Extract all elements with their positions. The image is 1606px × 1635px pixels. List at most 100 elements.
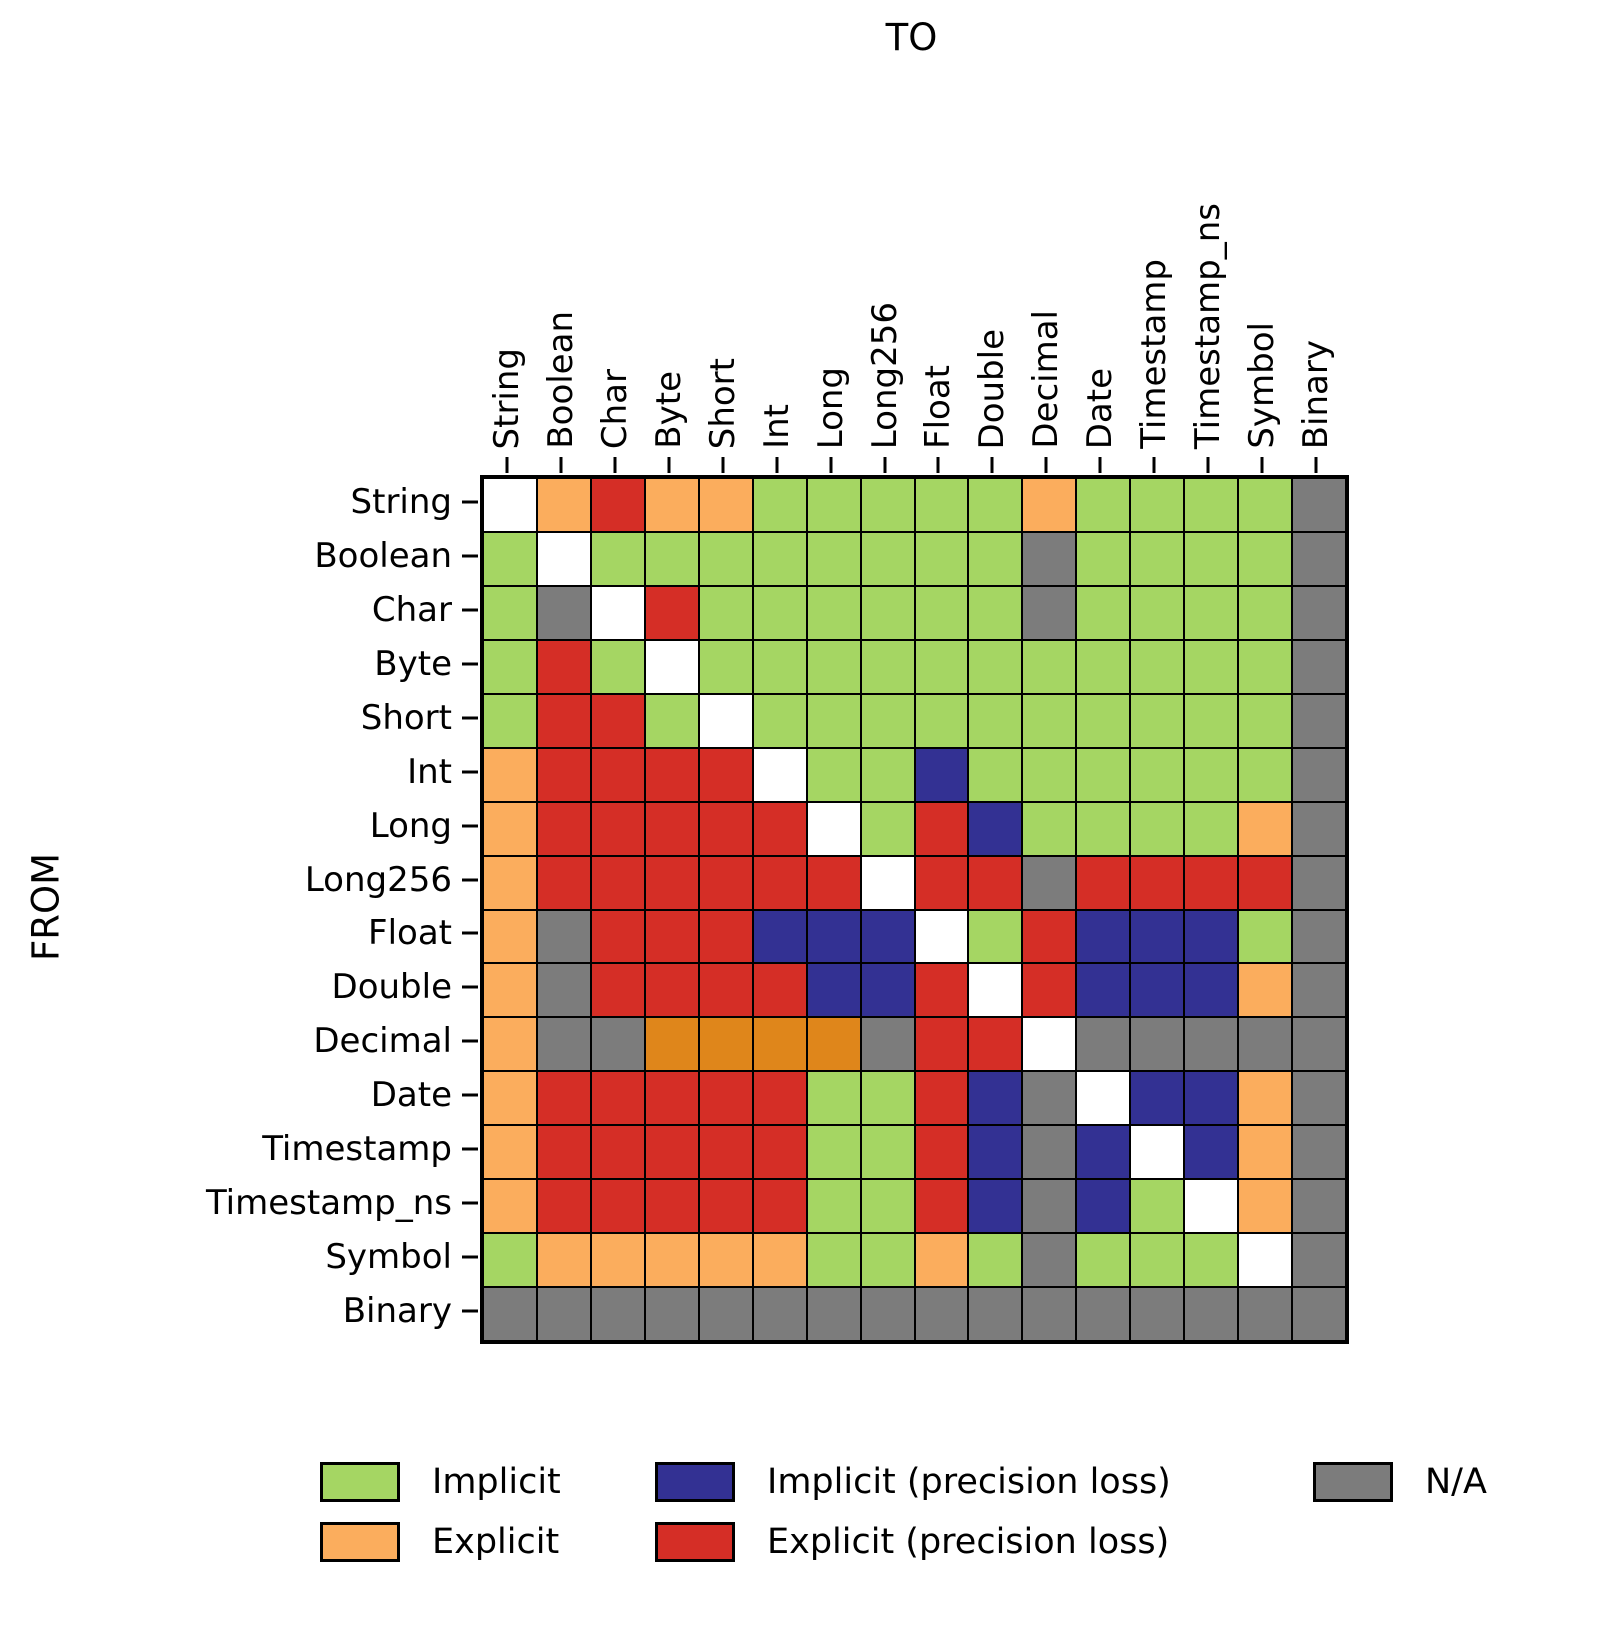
matrix-cell — [1292, 693, 1346, 748]
matrix-cell — [752, 963, 807, 1018]
matrix-cell — [860, 747, 915, 802]
matrix-cell — [483, 531, 537, 586]
matrix-cell — [1130, 1071, 1185, 1126]
matrix-cell — [1238, 963, 1293, 1018]
matrix-cell — [914, 747, 969, 802]
matrix-cell — [968, 531, 1023, 586]
matrix-cell — [860, 1071, 915, 1126]
row-tick-label: Decimal — [313, 1021, 452, 1062]
matrix-cell — [752, 1233, 807, 1288]
matrix-cell — [1292, 747, 1346, 802]
matrix-cell — [914, 531, 969, 586]
matrix-cell — [914, 1233, 969, 1288]
matrix-cell — [1238, 747, 1293, 802]
matrix-cell — [806, 1017, 861, 1072]
column-tick: Short — [696, 120, 750, 475]
row-tick: Char — [120, 583, 452, 637]
matrix-cell — [968, 693, 1023, 748]
matrix-cell — [1076, 531, 1131, 586]
matrix-cell — [1076, 1017, 1131, 1072]
matrix-cell — [1292, 1071, 1346, 1126]
matrix-cell — [1184, 693, 1239, 748]
matrix-cell — [1292, 963, 1346, 1018]
matrix-cell — [483, 855, 537, 910]
matrix-cell — [590, 963, 645, 1018]
matrix-cell — [483, 1233, 537, 1288]
matrix-cell — [860, 1287, 915, 1341]
matrix-cell — [806, 585, 861, 640]
row-tick: Short — [120, 691, 452, 745]
row-tick-label: Symbol — [325, 1237, 452, 1278]
matrix-cell — [968, 478, 1023, 532]
matrix-cell — [644, 639, 699, 694]
column-tick-label: Long — [810, 366, 851, 449]
matrix-cell — [1238, 693, 1293, 748]
matrix-cell — [1076, 747, 1131, 802]
matrix-cell — [1184, 1287, 1239, 1341]
matrix-cell — [1184, 855, 1239, 910]
matrix-cell — [752, 855, 807, 910]
matrix-cell — [536, 801, 591, 856]
matrix-cell — [1238, 801, 1293, 856]
matrix-cell — [968, 963, 1023, 1018]
column-tick: Timestamp — [1127, 120, 1181, 475]
matrix-cell — [483, 693, 537, 748]
column-tick-label: Timestamp_ns — [1188, 202, 1229, 449]
matrix-cell — [1238, 1125, 1293, 1180]
matrix-cell — [644, 963, 699, 1018]
matrix-cell — [1238, 1233, 1293, 1288]
matrix-cell — [698, 478, 753, 532]
matrix-cell — [698, 855, 753, 910]
legend-item-explicit-precision-loss: Explicit (precision loss) — [655, 1522, 1171, 1562]
matrix-cell — [1022, 1017, 1077, 1072]
matrix-cell — [1184, 1125, 1239, 1180]
axis-title-from: FROM — [24, 852, 68, 962]
matrix-cell — [536, 909, 591, 964]
matrix-cell — [644, 1017, 699, 1072]
matrix-cell — [1292, 1125, 1346, 1180]
matrix-cell — [483, 747, 537, 802]
matrix-cell — [806, 909, 861, 964]
row-tick: Float — [120, 907, 452, 961]
matrix-cell — [1076, 1071, 1131, 1126]
matrix-cell — [644, 1233, 699, 1288]
legend-swatch-na — [1313, 1462, 1393, 1502]
matrix-cell — [806, 963, 861, 1018]
matrix-cell — [536, 1233, 591, 1288]
matrix-cell — [698, 693, 753, 748]
matrix-cell — [698, 1125, 753, 1180]
matrix-cell — [914, 585, 969, 640]
matrix-cell — [806, 531, 861, 586]
matrix-cell — [1238, 855, 1293, 910]
matrix-cell — [590, 531, 645, 586]
matrix-cell — [1022, 639, 1077, 694]
matrix-cell — [698, 531, 753, 586]
matrix-cell — [1076, 585, 1131, 640]
matrix-cell — [1292, 585, 1346, 640]
matrix-cell — [536, 855, 591, 910]
matrix-cell — [1184, 585, 1239, 640]
row-tick: String — [120, 475, 452, 529]
matrix-cell — [536, 963, 591, 1018]
matrix-cell — [752, 478, 807, 532]
column-tick: Char — [588, 120, 642, 475]
matrix-cell — [1184, 1179, 1239, 1234]
matrix-cell — [1130, 909, 1185, 964]
matrix-cell — [1184, 1233, 1239, 1288]
row-tick-label: Long256 — [304, 859, 452, 900]
matrix-cell — [1022, 693, 1077, 748]
matrix-cell — [590, 1071, 645, 1126]
column-tick: String — [480, 120, 534, 475]
matrix-cell — [644, 1287, 699, 1341]
matrix-cell — [483, 909, 537, 964]
matrix-cell — [1130, 855, 1185, 910]
matrix-cell — [1130, 478, 1185, 532]
matrix-cell — [698, 639, 753, 694]
matrix-cell — [483, 639, 537, 694]
column-tick-label: String — [486, 347, 527, 449]
column-tick: Float — [912, 120, 966, 475]
axis-title-to: TO — [885, 16, 938, 59]
legend-column: N/A — [1313, 1462, 1487, 1502]
matrix-cell — [1076, 478, 1131, 532]
